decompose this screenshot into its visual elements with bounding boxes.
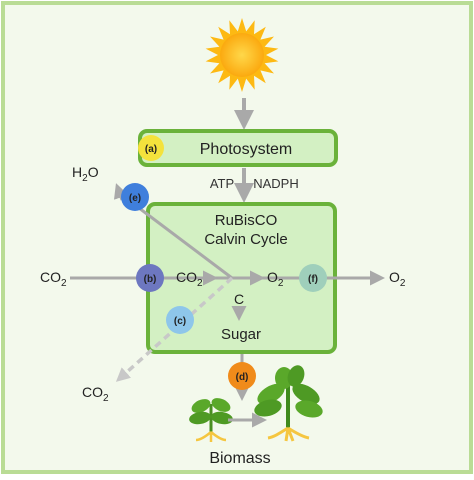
rubisco-label: RuBisCO [215,212,278,229]
svg-text:(f): (f) [308,274,318,285]
biomass-label: Biomass [209,450,270,467]
marker-a: (a) [138,135,164,161]
sun-icon [205,18,279,92]
water-flow-line [134,203,233,280]
co2-leak-label: CO2 [82,384,109,404]
marker-e: (e) [121,183,149,211]
marker-d: (d) [228,362,256,390]
co2-internal-label: CO2 [176,269,203,289]
co2-input-label: CO2 [40,269,67,289]
nadph-label: NADPH [253,176,299,191]
svg-text:(c): (c) [174,316,186,327]
svg-text:(b): (b) [144,274,157,285]
calvin-cycle-label: Calvin Cycle [204,231,287,248]
marker-f: (f) [299,264,327,292]
water-label: H2O [72,164,99,184]
svg-text:(a): (a) [145,144,157,155]
o2-internal-label: O2 [267,269,284,289]
plant-mature-icon [254,365,323,442]
o2-output-label: O2 [389,269,406,289]
marker-b: (b) [136,264,164,292]
atp-label: ATP [210,176,234,191]
sugar-label: Sugar [221,326,261,343]
plant-seedling-icon [189,398,233,442]
carbon-label: C [234,291,244,307]
svg-text:(d): (d) [236,372,249,383]
svg-text:(e): (e) [129,193,141,204]
marker-c: (c) [166,306,194,334]
photosystem-label: Photosystem [200,141,292,158]
